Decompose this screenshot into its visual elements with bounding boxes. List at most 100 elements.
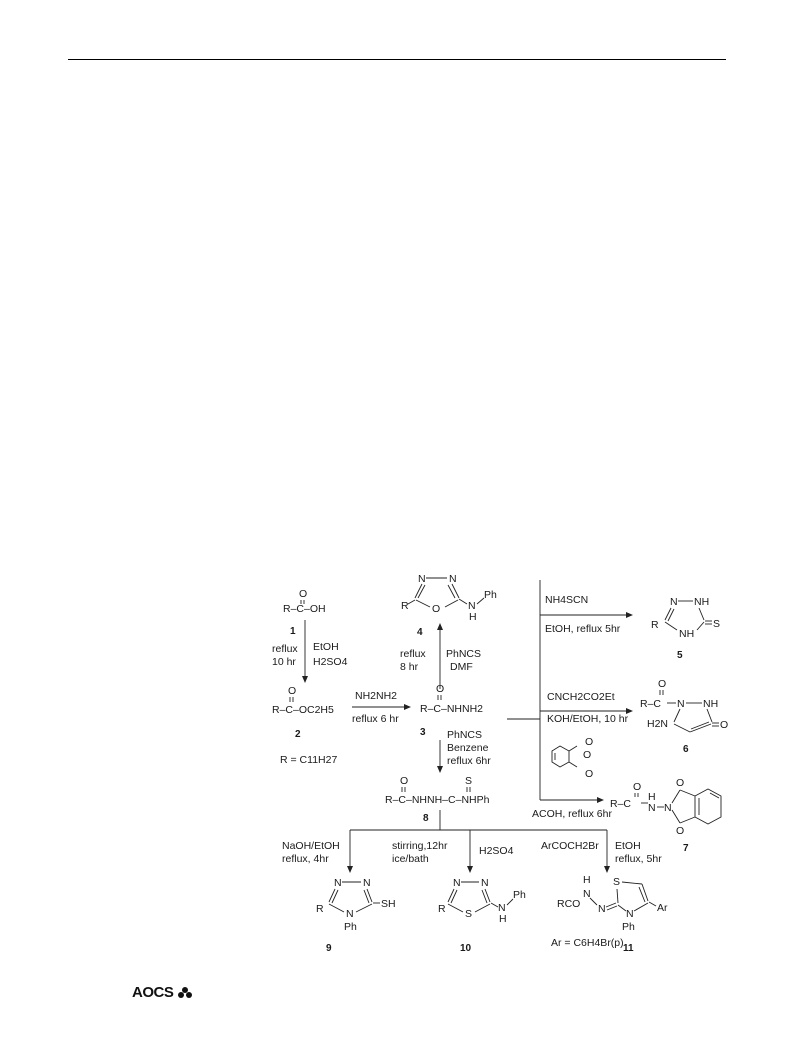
r5-reagent: NH4SCN <box>545 594 588 606</box>
c7-benzene-ring <box>694 788 722 825</box>
c10-bond-a2 <box>450 889 458 904</box>
c5-number: 5 <box>677 650 683 661</box>
c6-bond-d <box>689 723 712 733</box>
trefoil-icon <box>178 987 193 998</box>
c4-bond-b <box>451 583 460 599</box>
c11-bond-d <box>617 904 627 912</box>
c10-nh-bond <box>490 902 499 908</box>
c6-number: 6 <box>683 744 689 755</box>
r3-reagent: PhNCS <box>446 648 481 660</box>
r11-condition: reflux, 5hr <box>615 853 662 865</box>
c6-bond-d2 <box>690 721 710 730</box>
c7-number: 7 <box>683 843 689 854</box>
c5-bond-b <box>698 607 705 621</box>
c10-bond-c <box>447 903 464 913</box>
c5-n1: N <box>670 596 678 608</box>
r10-condition: stirring,12hr <box>392 840 448 852</box>
arrow-8-11-head <box>604 866 610 873</box>
c11-nn-bond <box>589 897 598 906</box>
r2-reagent: NH2NH2 <box>355 690 397 702</box>
c11-h: H <box>583 874 591 886</box>
c9-ph: Ph <box>344 921 357 933</box>
compound-6: O R–C N NH H2N O 6 <box>640 678 728 755</box>
c9-bond-a <box>328 888 336 903</box>
c10-n2: N <box>481 877 489 889</box>
c9-n1: N <box>334 877 342 889</box>
r5-condition: EtOH, reflux 5hr <box>545 623 621 635</box>
r7-condition: ACOH, reflux 6hr <box>532 808 612 820</box>
anhydride-c1 <box>568 745 578 752</box>
c9-bond-d <box>355 903 373 913</box>
arrow-3-5-head <box>626 612 633 618</box>
anhydride-o2: O <box>585 768 593 780</box>
c8-number: 8 <box>423 813 429 824</box>
c10-ph: Ph <box>513 889 526 901</box>
arrow-3-8-head <box>437 766 443 773</box>
anhydride-ring-o: O <box>583 749 591 761</box>
c9-bond-b <box>366 888 373 903</box>
compound-11: H N RCO N S N Ph Ar Ar = C6H4Br(p) 11 <box>551 874 668 954</box>
r1-solvent: EtOH <box>313 641 339 653</box>
c9-bond-b2 <box>363 889 370 904</box>
c6-rc: R–C <box>640 698 661 710</box>
c9-bond-a2 <box>331 889 339 904</box>
c5-r: R <box>651 619 659 631</box>
compound-4: N N O R N H Ph 4 <box>401 573 497 638</box>
c8-formula: R–C–NHNH–C–NHPh <box>385 794 490 806</box>
r1-reflux: reflux <box>272 643 298 655</box>
r4-condition: reflux 6hr <box>447 755 491 767</box>
c11-bond-a <box>616 888 619 904</box>
c9-n4: N <box>346 908 354 920</box>
c4-oxygen: O <box>432 603 440 615</box>
c1-formula: R–C–OH <box>283 603 326 615</box>
c11-n1: N <box>583 888 591 900</box>
c10-number: 10 <box>460 943 472 954</box>
c11-bond-e <box>633 902 649 912</box>
c6-nh: NH <box>703 698 718 710</box>
c10-bond-a <box>447 888 455 903</box>
c11-bond-c2 <box>638 886 646 903</box>
c7-imide-d <box>679 816 696 824</box>
anhydride-o1: O <box>585 736 593 748</box>
c6-oxygen: O <box>658 678 666 690</box>
c5-bond-a <box>664 607 672 621</box>
c7-imide-a <box>671 789 681 804</box>
arrow-3-6-head <box>626 708 633 714</box>
c5-nh2: NH <box>679 628 694 640</box>
arrow-8-9-head <box>347 866 353 873</box>
compound-10: N N S R N H Ph 10 <box>438 877 526 954</box>
c7-n-imide: N <box>664 802 672 814</box>
c10-r: R <box>438 903 446 915</box>
c7-rc: R–C <box>610 798 631 810</box>
c7-imide-b <box>671 809 681 824</box>
c7-o1: O <box>676 777 684 789</box>
c4-number: 4 <box>417 627 423 638</box>
compound-9: N N N Ph R SH 9 <box>316 877 396 954</box>
c5-bond-a2 <box>667 608 675 622</box>
c11-ph: Ph <box>622 921 635 933</box>
c10-nh-h: H <box>499 913 507 925</box>
c4-r: R <box>401 600 409 612</box>
c6-n1: N <box>677 698 685 710</box>
c7-imide-c <box>679 789 696 797</box>
c4-r-bond <box>407 599 416 605</box>
c6-amine: H2N <box>647 718 668 730</box>
c7-ring-double-2 <box>709 792 720 799</box>
c8-sulfur: S <box>465 775 472 787</box>
r9-reagent: NaOH/EtOH <box>282 840 340 852</box>
c4-bond-a <box>414 583 423 599</box>
c9-n2: N <box>363 877 371 889</box>
c8-oxygen: O <box>400 775 408 787</box>
compound-7: O R–C H N N O O 7 <box>610 777 722 854</box>
c11-cn-double <box>605 902 617 908</box>
c5-sulfur: S <box>713 618 720 630</box>
r3-reflux: reflux <box>400 648 426 660</box>
arrow-2-3-head <box>404 704 411 710</box>
c6-bond-b <box>706 708 713 723</box>
c10-bond-b2 <box>481 889 488 904</box>
r11-reagent: ArCOCH2Br <box>541 840 599 852</box>
c11-number: 11 <box>623 943 634 954</box>
c4-nh-h: H <box>469 611 477 623</box>
c7-h: H <box>648 791 656 803</box>
